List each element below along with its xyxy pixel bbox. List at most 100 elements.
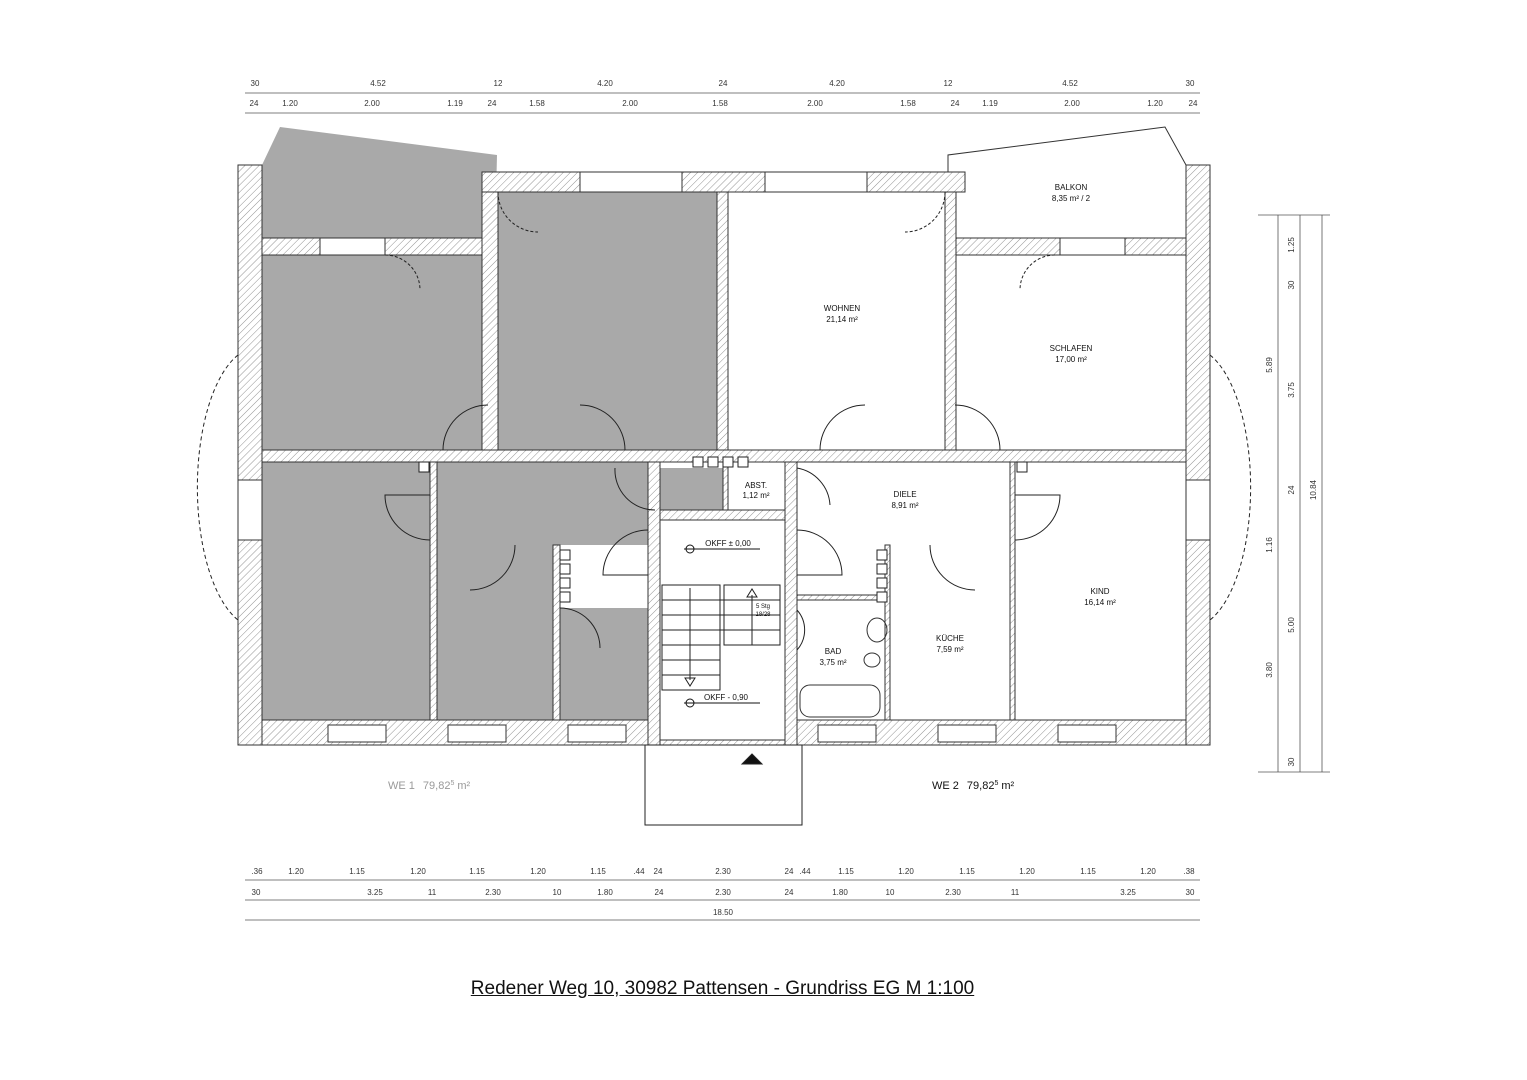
dimension-label: .38 [1183, 867, 1195, 876]
room-wohnen-name: WOHNEN [824, 304, 861, 313]
bathroom-fixtures [799, 617, 888, 718]
dimension-label: 2.30 [715, 867, 731, 876]
staircase [644, 584, 803, 826]
plan-title: Redener Weg 10, 30982 Pattensen - Grundr… [470, 978, 975, 999]
dimension-label: 10 [553, 888, 562, 897]
dimension-label: 1.20 [1140, 867, 1156, 876]
dimension-total-width: 18.50 [713, 908, 734, 917]
svg-text:OKFF ± 0,00: OKFF ± 0,00 [705, 539, 751, 548]
level-marker-lower: OKFF - 0,90 [684, 693, 760, 708]
room-kueche-name: KÜCHE [936, 634, 964, 643]
dimension-label: 24 [1189, 99, 1198, 108]
dimension-label: 2.30 [485, 888, 501, 897]
stair-ratio: 18/28 [755, 612, 771, 618]
dimension-label: 1.15 [1080, 867, 1096, 876]
dimension-label: 30 [252, 888, 261, 897]
dimension-label: .36 [251, 867, 263, 876]
dimension-label: 2.00 [807, 99, 823, 108]
dimension-label: 1.58 [712, 99, 728, 108]
dimension-label: .44 [799, 867, 811, 876]
room-kind-name: KIND [1090, 587, 1109, 596]
room-diele-area: 8,91 m² [891, 501, 918, 510]
dimension-label: 1.20 [1147, 99, 1163, 108]
dimension-label: 11 [1011, 888, 1020, 897]
room-abst-name: ABST. [745, 481, 767, 490]
dimension-label: 12 [494, 79, 503, 88]
dimension-label: 1.20 [898, 867, 914, 876]
dimension-label: .44 [633, 867, 645, 876]
dimension-label: 30 [1287, 757, 1296, 766]
dimension-label: 1.20 [282, 99, 298, 108]
dimension-label: 12 [944, 79, 953, 88]
dimension-label: 1.58 [900, 99, 916, 108]
dimension-label: 5.00 [1287, 617, 1296, 633]
dimension-label: 4.20 [829, 79, 845, 88]
dimension-label: 3.25 [1120, 888, 1136, 897]
dimension-label: 2.00 [364, 99, 380, 108]
svg-text:OKFF - 0,90: OKFF - 0,90 [704, 693, 749, 702]
dimension-label: 1.80 [597, 888, 613, 897]
stair-steps: 5 Stg [756, 604, 770, 610]
dimension-total-height: 10.84 [1309, 479, 1318, 500]
dimension-label: 1.58 [529, 99, 545, 108]
windows [237, 171, 1211, 743]
dimension-label: 1.20 [410, 867, 426, 876]
dimension-label: 24 [719, 79, 728, 88]
dimension-label: 24 [655, 888, 664, 897]
dimension-label: 1.16 [1265, 537, 1274, 553]
dimension-label: 4.52 [370, 79, 386, 88]
dimension-label: 4.52 [1062, 79, 1078, 88]
dimension-label: 24 [951, 99, 960, 108]
dimension-label: 1.80 [832, 888, 848, 897]
dimension-label: 1.19 [982, 99, 998, 108]
dimension-label: 24 [250, 99, 259, 108]
dimension-label: 1.15 [469, 867, 485, 876]
dimension-label: 10 [886, 888, 895, 897]
level-marker-upper: OKFF ± 0,00 [684, 539, 760, 554]
dimension-label: 2.30 [715, 888, 731, 897]
dimension-label: 24 [785, 888, 794, 897]
dimension-label: 1.15 [349, 867, 365, 876]
dimension-label: 1.15 [838, 867, 854, 876]
dimension-label: 3.75 [1287, 382, 1296, 398]
room-balkon-name: BALKON [1055, 183, 1088, 192]
dimension-label: 1.15 [959, 867, 975, 876]
room-bad-name: BAD [825, 647, 842, 656]
dimension-label: 24 [654, 867, 663, 876]
dimension-label: 1.20 [530, 867, 546, 876]
dimension-label: 2.00 [1064, 99, 1080, 108]
dimension-label: 24 [488, 99, 497, 108]
dimension-label: 2.00 [622, 99, 638, 108]
dimension-label: 1.25 [1287, 237, 1296, 253]
dimension-label: 24 [1287, 485, 1296, 494]
room-schlafen-area: 17,00 m² [1055, 355, 1087, 364]
dimension-lines [245, 92, 1330, 921]
dimension-label: 1.15 [590, 867, 606, 876]
room-abst-area: 1,12 m² [742, 491, 769, 500]
room-schlafen-name: SCHLAFEN [1050, 344, 1093, 353]
dimension-label: 30 [1186, 888, 1195, 897]
dimension-labels: 30 4.52 12 4.20 24 4.20 12 4.52 30 24 1.20 2.00 1.19… [250, 79, 1318, 917]
dimension-label: 3.80 [1265, 662, 1274, 678]
dimension-label: 30 [251, 79, 260, 88]
dimension-label: 24 [785, 867, 794, 876]
dimension-label: 30 [1287, 280, 1296, 289]
dimension-label: 1.20 [288, 867, 304, 876]
room-balkon-area: 8,35 m² / 2 [1052, 194, 1091, 203]
dimension-label: 11 [428, 888, 437, 897]
shafts [418, 456, 1028, 603]
dimension-label: 3.25 [367, 888, 383, 897]
room-kind-area: 16,14 m² [1084, 598, 1116, 607]
room-wohnen-area: 21,14 m² [826, 315, 858, 324]
dimension-label: 1.19 [447, 99, 463, 108]
dimension-label: 4.20 [597, 79, 613, 88]
dimension-label: 1.20 [1019, 867, 1035, 876]
door-swings [196, 191, 1252, 651]
unit-we1-rooms [262, 127, 723, 720]
dimension-label: 2.30 [945, 888, 961, 897]
dimension-label: 5.89 [1265, 357, 1274, 373]
room-diele-name: DIELE [893, 490, 916, 499]
